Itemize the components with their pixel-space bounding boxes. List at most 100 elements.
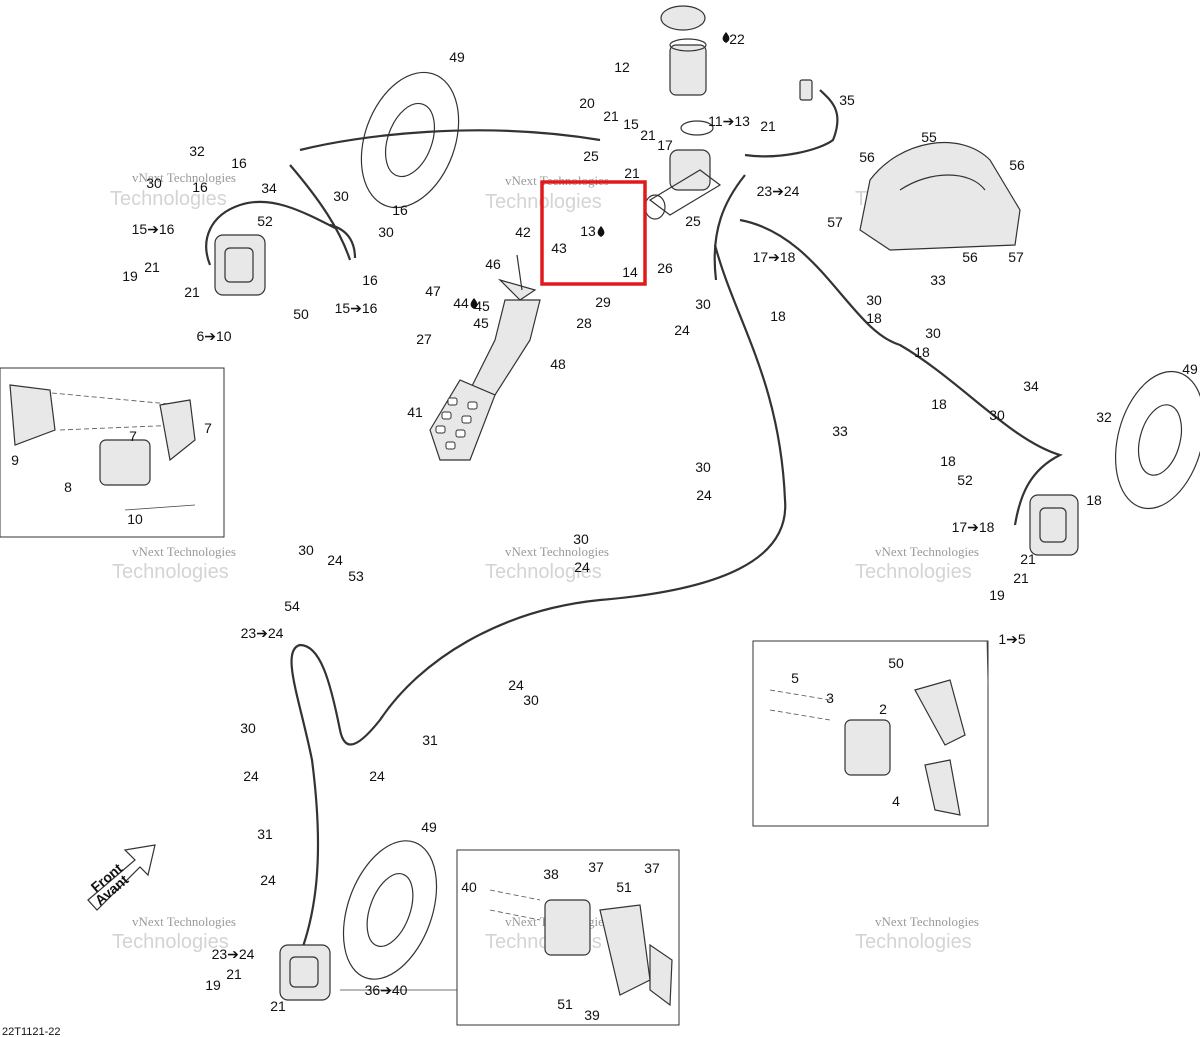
- part-label-l31b: 31: [257, 826, 273, 842]
- part-label-l30c: 30: [378, 224, 394, 240]
- part-label-l43: 43: [551, 240, 567, 256]
- highlight-box-parts-13-14-43: [540, 180, 647, 286]
- part-label-l41: 41: [407, 404, 423, 420]
- part-label-d44: 44: [453, 295, 469, 311]
- part-label-l15a: 15: [623, 116, 639, 132]
- part-label-l45b: 45: [473, 315, 489, 331]
- part-label-l48: 48: [550, 356, 566, 372]
- part-label-l33a: 33: [930, 272, 946, 288]
- watermark-large: Technologies: [112, 561, 229, 583]
- diagram-code: 22T1121-22: [2, 1026, 61, 1037]
- part-label-l23to24b: 23➔24: [241, 625, 284, 641]
- part-label-l56b: 56: [1009, 157, 1025, 173]
- part-label-l31a: 31: [422, 732, 438, 748]
- part-label-l50a: 50: [293, 306, 309, 322]
- part-label-l30j: 30: [298, 542, 314, 558]
- part-label-l37a: 37: [588, 859, 604, 875]
- heat-shield: [859, 141, 1021, 251]
- part-label-l3: 3: [826, 690, 834, 706]
- part-label-l56a: 56: [859, 149, 875, 165]
- part-label-l25b: 25: [685, 213, 701, 229]
- part-label-l40: 40: [461, 879, 477, 895]
- part-label-l26: 26: [657, 260, 673, 276]
- caliper-rear-left: [279, 944, 331, 1001]
- part-label-l22: 22: [729, 31, 745, 47]
- part-label-l20: 20: [579, 95, 595, 111]
- part-label-l2: 2: [879, 701, 887, 717]
- part-label-l16c: 16: [392, 202, 408, 218]
- brake-pedal: [429, 254, 541, 461]
- part-label-l27: 27: [416, 331, 432, 347]
- part-label-l15to16a: 15➔16: [132, 221, 175, 237]
- watermark-small: vNext Technologies: [132, 170, 236, 185]
- part-label-l16d: 16: [362, 272, 378, 288]
- part-label-l51b: 51: [557, 996, 573, 1012]
- part-label-l45a: 45: [474, 298, 490, 314]
- caliper-front-right: [1029, 494, 1079, 556]
- part-label-l37b: 37: [644, 860, 660, 876]
- part-label-l18c: 18: [914, 344, 930, 360]
- part-label-l18d: 18: [931, 396, 947, 412]
- part-label-l50b: 50: [888, 655, 904, 671]
- part-label-l18a: 18: [770, 308, 786, 324]
- part-label-l16b: 16: [192, 179, 208, 195]
- part-label-l9: 9: [11, 452, 19, 468]
- part-label-l17a: 17: [657, 137, 673, 153]
- part-label-l19c: 19: [205, 977, 221, 993]
- part-label-l24h: 24: [260, 872, 276, 888]
- part-label-l52b: 52: [957, 472, 973, 488]
- part-label-l49b: 49: [1182, 361, 1198, 377]
- part-label-l21h: 21: [1013, 570, 1029, 586]
- part-label-l56c: 56: [962, 249, 978, 265]
- part-label-l21b: 21: [640, 127, 656, 143]
- part-label-l1to5: 1➔5: [998, 631, 1026, 647]
- part-label-l18b: 18: [866, 310, 882, 326]
- part-label-l21d: 21: [624, 165, 640, 181]
- part-label-l11to13: 11➔13: [708, 113, 750, 129]
- part-label-l32a: 32: [189, 143, 205, 159]
- part-label-l54: 54: [284, 598, 300, 614]
- part-label-l21g: 21: [1020, 551, 1036, 567]
- part-label-l36to40: 36➔40: [365, 982, 408, 998]
- inset-caliper-assembly-36-40: [340, 849, 680, 1026]
- part-label-l38: 38: [543, 866, 559, 882]
- brake-discs: [342, 71, 1200, 980]
- part-label-l30f: 30: [925, 325, 941, 341]
- part-label-l19a: 19: [122, 268, 138, 284]
- part-label-l24g: 24: [369, 768, 385, 784]
- part-label-l29: 29: [595, 294, 611, 310]
- part-label-l49c: 49: [421, 819, 437, 835]
- part-label-l14: 14: [622, 264, 638, 280]
- master-cylinder-assembly: [644, 5, 813, 220]
- part-label-l55: 55: [921, 129, 937, 145]
- part-label-l24e: 24: [508, 677, 524, 693]
- part-label-l23to24c: 23➔24: [212, 946, 255, 962]
- part-label-l51a: 51: [616, 879, 632, 895]
- part-label-l34b: 34: [1023, 378, 1039, 394]
- fluid-drop-icon: [597, 226, 605, 237]
- brake-disc-top-left: [360, 71, 460, 209]
- part-label-l30g: 30: [989, 407, 1005, 423]
- part-label-l7a: 7: [129, 428, 137, 444]
- part-label-l21e: 21: [144, 259, 160, 275]
- part-label-l30d: 30: [695, 296, 711, 312]
- watermark-small: vNext Technologies: [132, 544, 236, 559]
- watermark-large: Technologies: [855, 561, 972, 583]
- part-label-l25a: 25: [583, 148, 599, 164]
- part-label-l5: 5: [791, 670, 799, 686]
- part-label-l21a: 21: [603, 108, 619, 124]
- watermark-large: Technologies: [485, 561, 602, 583]
- part-label-l15to16b: 15➔16: [335, 300, 378, 316]
- part-label-l47: 47: [425, 283, 441, 299]
- fluid-drop-icon: [470, 298, 478, 309]
- part-label-l17to18b: 17➔18: [952, 519, 995, 535]
- part-label-l8: 8: [64, 479, 72, 495]
- part-label-l46: 46: [485, 256, 501, 272]
- part-label-l30l: 30: [240, 720, 256, 736]
- watermark-small: vNext Technologies: [132, 914, 236, 929]
- part-label-l12: 12: [614, 59, 630, 75]
- part-label-l18f: 18: [1086, 492, 1102, 508]
- part-label-l23to24a: 23➔24: [757, 183, 800, 199]
